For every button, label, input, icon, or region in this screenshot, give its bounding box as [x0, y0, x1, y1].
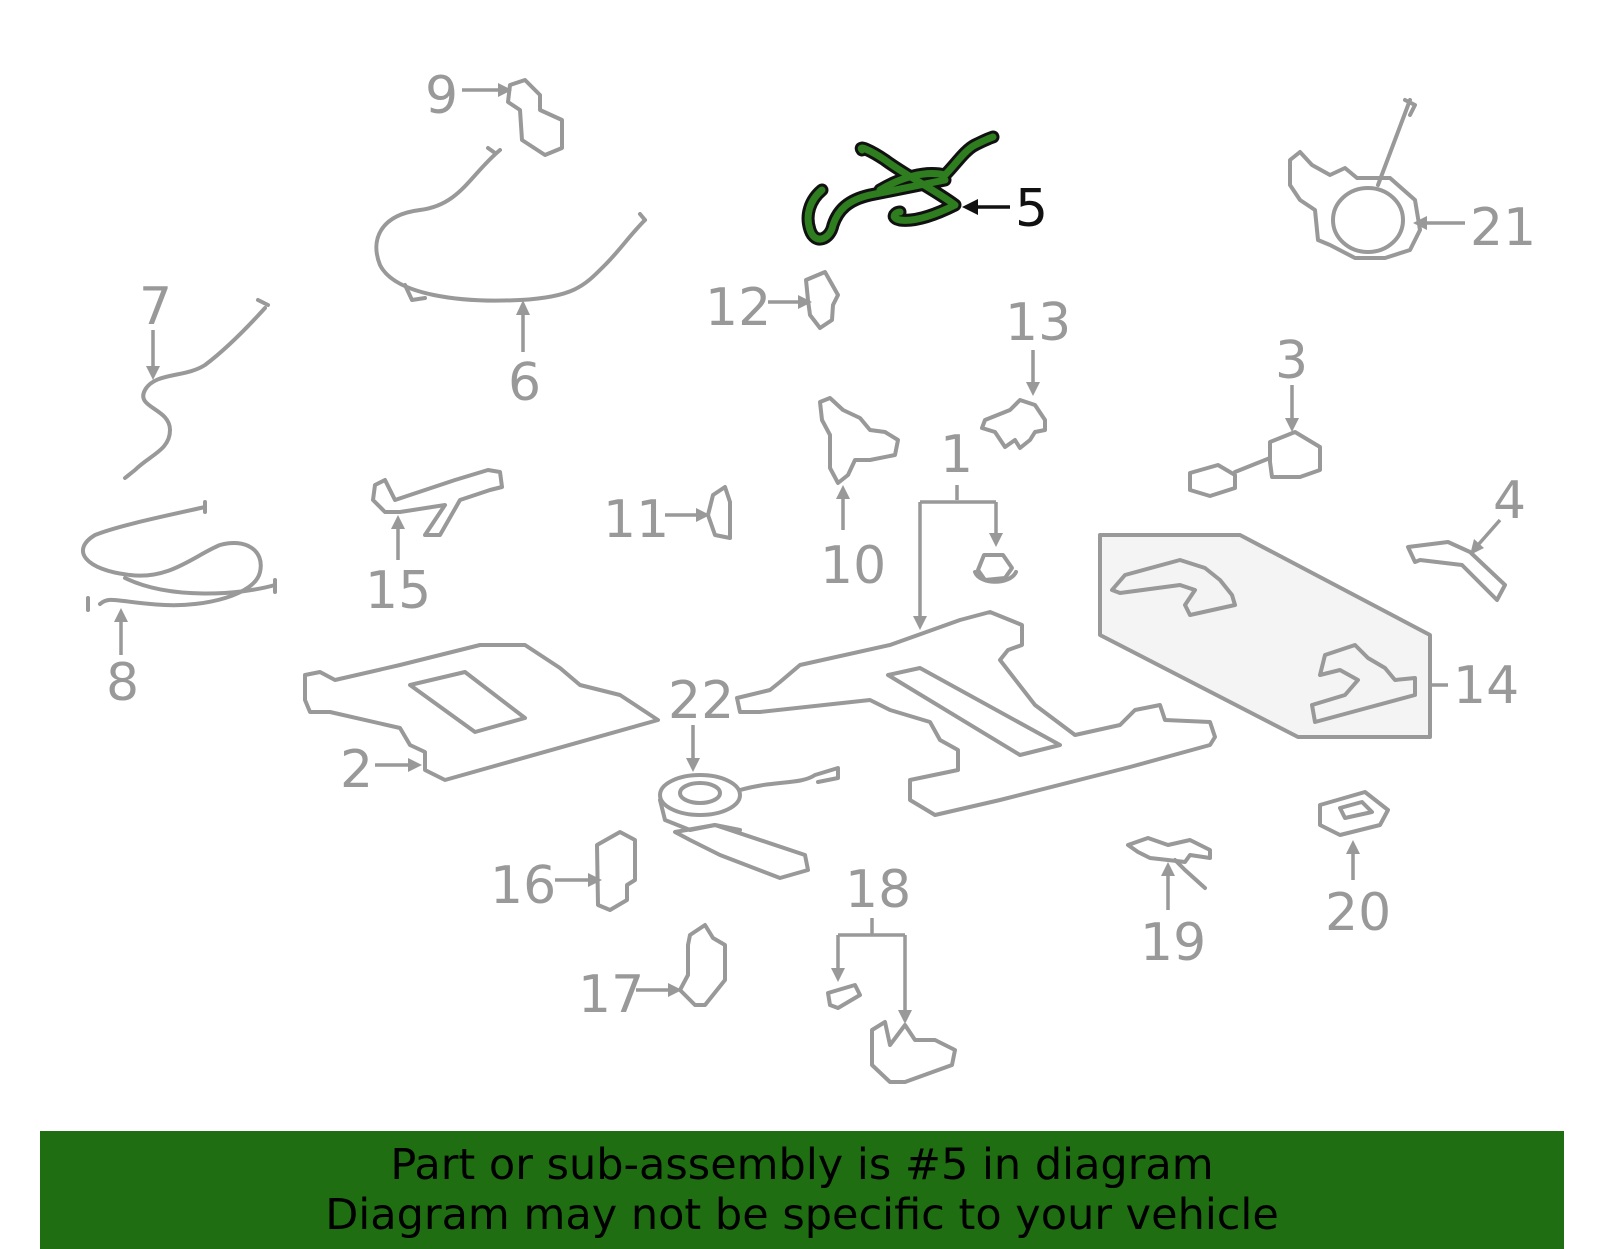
part-20: [1318, 790, 1390, 880]
part-21: [1288, 98, 1465, 260]
part-4: [1406, 518, 1507, 602]
callout-12: 12: [705, 278, 771, 338]
callout-2: 2: [340, 740, 373, 800]
part-1: [913, 485, 1018, 630]
part-18: [826, 918, 957, 1084]
part-14: [1098, 533, 1448, 739]
callout-10: 10: [820, 536, 886, 596]
info-banner: Part or sub-assembly is #5 in diagram Di…: [40, 1131, 1564, 1249]
seat-frame: [735, 610, 1217, 817]
callout-20: 20: [1325, 883, 1391, 943]
callout-13: 13: [1005, 293, 1071, 353]
callout-7: 7: [139, 277, 172, 337]
callout-17: 17: [578, 965, 644, 1025]
callout-3: 3: [1275, 331, 1308, 391]
callout-19: 19: [1140, 913, 1206, 973]
part-8: [81, 500, 277, 655]
part-13: [980, 350, 1047, 450]
part-5-highlighted[interactable]: [801, 130, 1000, 246]
callout-21: 21: [1470, 198, 1536, 258]
callout-14: 14: [1453, 656, 1519, 716]
part-15: [371, 468, 504, 560]
callout-1: 1: [940, 425, 973, 485]
part-12: [768, 270, 840, 330]
callout-8: 8: [106, 653, 139, 713]
callout-18: 18: [845, 860, 911, 920]
callout-4: 4: [1493, 471, 1526, 531]
callout-22: 22: [668, 671, 734, 731]
part-9: [462, 78, 564, 157]
callout-9: 9: [425, 66, 458, 126]
part-16: [555, 830, 637, 912]
part-19: [1126, 836, 1212, 910]
part-3: [1188, 385, 1322, 498]
callout-16: 16: [490, 856, 556, 916]
part-22: [658, 725, 840, 880]
banner-line-1: Part or sub-assembly is #5 in diagram: [390, 1140, 1214, 1190]
part-2: [303, 643, 660, 782]
callout-11: 11: [603, 490, 669, 550]
part-10: [818, 396, 900, 530]
callout-15: 15: [365, 561, 431, 621]
callout-5: 5: [1015, 179, 1048, 239]
part-7: [123, 298, 270, 480]
part-17: [636, 923, 727, 1007]
banner-line-2: Diagram may not be specific to your vehi…: [325, 1190, 1279, 1240]
callout-6: 6: [508, 353, 541, 413]
leader-5: [962, 199, 1010, 215]
part-6: [374, 146, 647, 352]
part-11: [665, 485, 732, 540]
